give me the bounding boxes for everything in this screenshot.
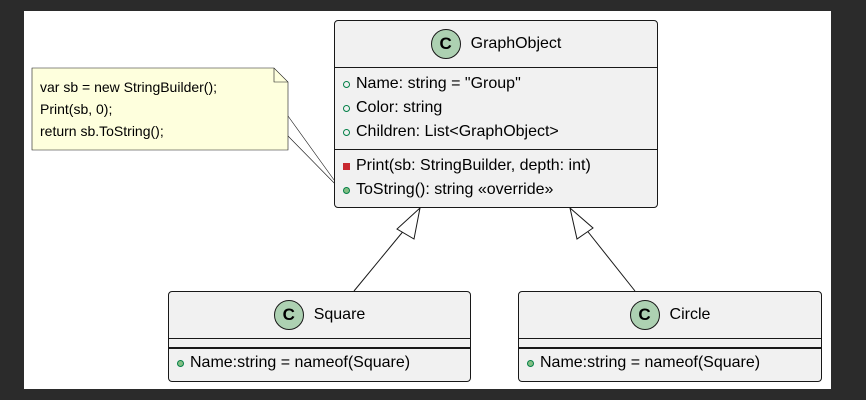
circle-inheritance-arrowhead — [569, 206, 594, 240]
class-circle-name: Circle — [669, 306, 711, 323]
public-field-icon — [343, 80, 350, 88]
class-square-empty-section — [169, 339, 470, 348]
public-method-icon — [343, 186, 350, 194]
field-text: Name: string = "Group" — [356, 75, 521, 92]
class-square-header: C Square — [169, 292, 470, 339]
field-text: Name:string = nameof(Square) — [190, 354, 411, 371]
class-graphobject-header: C GraphObject — [335, 21, 657, 68]
class-graphobject-methods: Print(sb: StringBuilder, depth: int) ToS… — [335, 150, 657, 207]
note-line-1: var sb = new StringBuilder(); — [40, 79, 218, 95]
class-circle-empty-section — [519, 339, 821, 348]
method-row: Print(sb: StringBuilder, depth: int) — [335, 154, 657, 178]
class-graphobject[interactable]: C GraphObject Name: string = "Group" Col… — [334, 20, 658, 208]
field-row: Name:string = nameof(Square) — [169, 351, 470, 375]
field-row: Name:string = nameof(Square) — [519, 351, 821, 375]
public-field-icon — [343, 104, 350, 112]
field-text: Color: string — [356, 99, 443, 116]
class-circle[interactable]: C Circle Name:string = nameof(Square) — [518, 291, 822, 382]
class-graphobject-name: GraphObject — [470, 35, 562, 52]
method-text: Print(sb: StringBuilder, depth: int) — [356, 157, 591, 174]
square-inheritance-arrowhead — [396, 206, 421, 240]
public-member-icon — [527, 359, 534, 367]
class-badge-icon: C — [430, 29, 461, 59]
method-text: ToString(): string «override» — [356, 181, 554, 198]
square-inheritance-line — [353, 222, 411, 292]
public-member-icon — [177, 359, 184, 367]
method-row: ToString(): string «override» — [335, 178, 657, 202]
class-square-members: Name:string = nameof(Square) — [169, 348, 470, 380]
public-field-icon — [343, 128, 350, 136]
note-fold — [273, 68, 288, 83]
connector-layer — [31, 67, 636, 292]
class-badge-icon: C — [629, 300, 660, 330]
class-square[interactable]: C Square Name:string = nameof(Square) — [168, 291, 471, 382]
class-badge-icon: C — [273, 300, 304, 330]
note-anchor-line — [287, 115, 343, 192]
field-row: Name: string = "Group" — [335, 72, 657, 96]
note-line-2: Print(sb, 0); — [40, 101, 113, 117]
class-circle-members: Name:string = nameof(Square) — [519, 348, 821, 380]
class-graphobject-fields: Name: string = "Group" Color: string Chi… — [335, 68, 657, 150]
class-square-name: Square — [313, 306, 366, 323]
field-text: Children: List<GraphObject> — [356, 123, 559, 140]
private-method-icon — [343, 162, 350, 170]
field-row: Children: List<GraphObject> — [335, 120, 657, 144]
field-row: Color: string — [335, 96, 657, 120]
circle-inheritance-line — [580, 222, 636, 292]
field-text: Name:string = nameof(Square) — [540, 354, 761, 371]
class-circle-header: C Circle — [519, 292, 821, 339]
note-line-3: return sb.ToString(); — [40, 123, 164, 139]
diagram-canvas: var sb = new StringBuilder(); Print(sb, … — [24, 11, 831, 389]
code-note: var sb = new StringBuilder(); Print(sb, … — [32, 68, 288, 150]
